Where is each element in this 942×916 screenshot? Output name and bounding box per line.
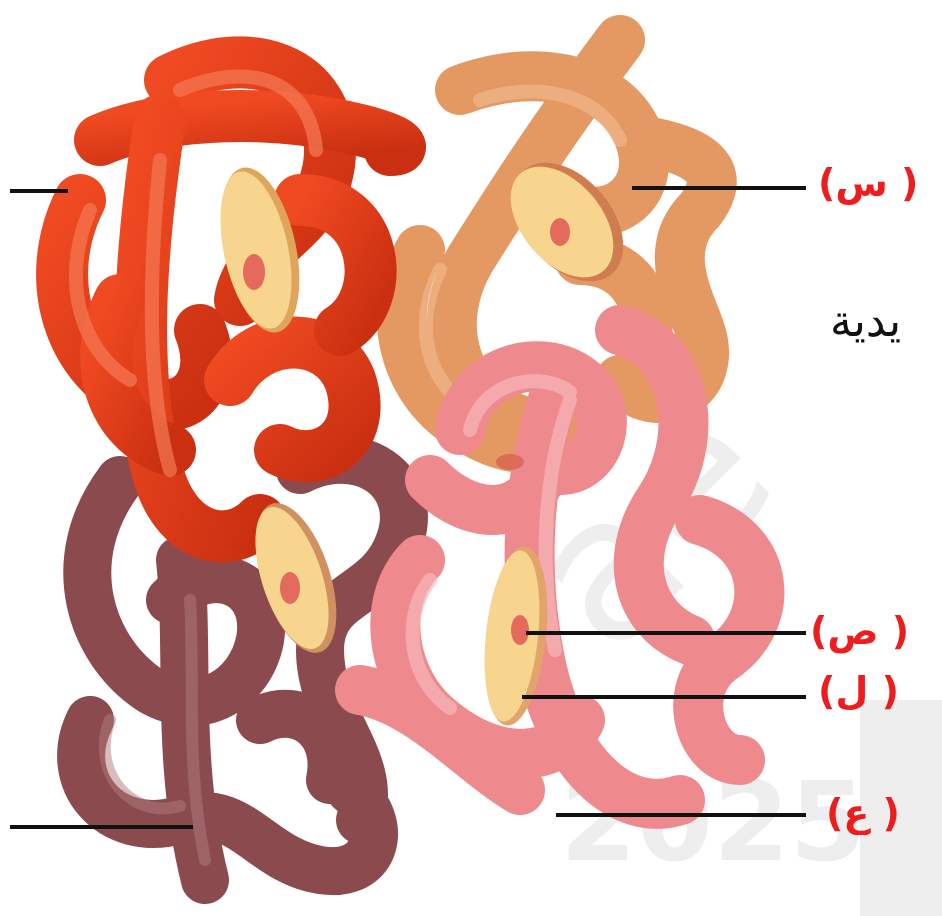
- heme-group-pink: [484, 546, 548, 726]
- label-sad: ( ص): [810, 609, 910, 653]
- label-lam: ( ل): [818, 669, 899, 713]
- label-s: ( س): [818, 161, 919, 205]
- fe-dots: [496, 454, 524, 470]
- heme-group-maroon: [255, 503, 337, 653]
- heme-group-orange: [510, 162, 624, 282]
- leader-lines: [10, 186, 806, 829]
- subunit-red: [36, 36, 426, 563]
- heme-group-red: [220, 167, 300, 333]
- side-text: يدية: [830, 296, 902, 347]
- label-ain: ( ع): [826, 791, 900, 835]
